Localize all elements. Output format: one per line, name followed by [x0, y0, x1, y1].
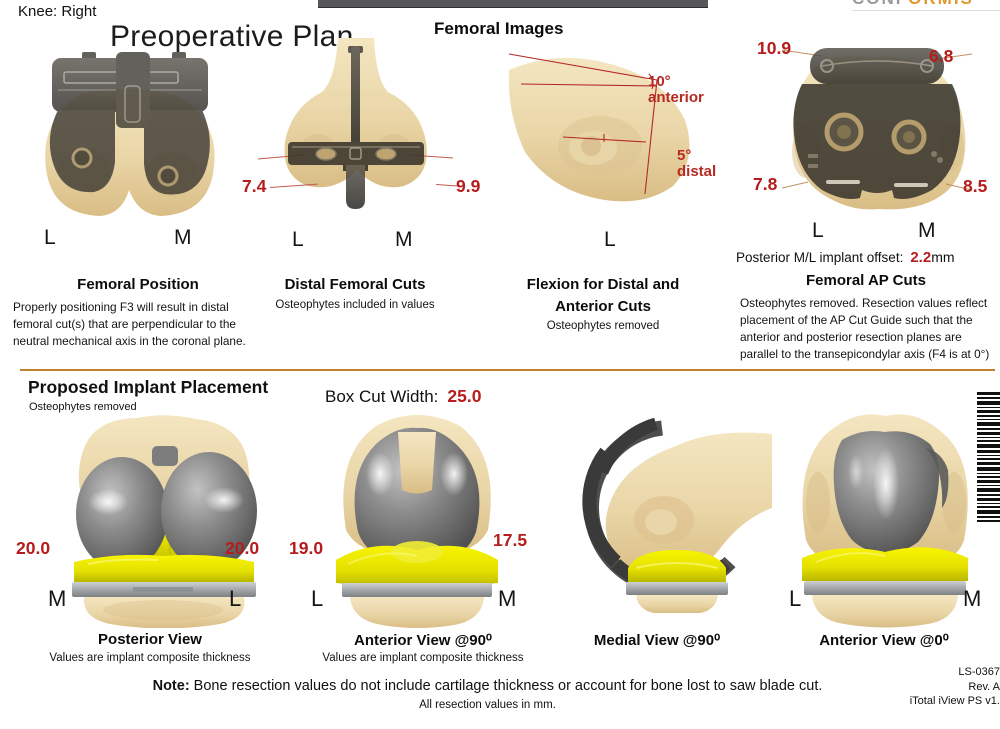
posterior-left-label: M	[48, 586, 67, 611]
flexion-caption-line1: Flexion for Distal and	[526, 276, 680, 293]
distal-femoral-cuts-illustration	[258, 38, 453, 209]
anterior0-right-label: M	[963, 586, 982, 611]
anterior90-left-value: 19.0	[289, 538, 324, 558]
anterior90-right-value: 17.5	[493, 530, 528, 550]
document-info: LS-0367 Rev. A iTotal iView PS v1.	[888, 665, 1000, 709]
medial90-view-illustration	[582, 417, 772, 613]
posterior-offset-line: Posterior M/L implant offset: 2.2mm	[736, 249, 955, 266]
distal-cut-left-value: 7.4	[242, 176, 267, 196]
conformis-logo: CONFORMIS	[852, 0, 1000, 9]
knee-label: Knee: Right	[18, 3, 97, 20]
document-app-version: iTotal iView PS v1.	[909, 695, 1000, 707]
anterior90-left-label: L	[311, 586, 324, 611]
femoral-position-illustration	[45, 52, 215, 216]
ap-cut-caption: Femoral AP Cuts	[805, 272, 927, 289]
ap-cut-top-right-value: 6.8	[929, 46, 954, 66]
window-bar-remnant	[318, 0, 708, 8]
anterior90-view-caption: Anterior View @90⁰	[354, 632, 492, 649]
ap-cut-bottom-right-value: 8.5	[963, 176, 988, 196]
note-label: Note:	[152, 678, 190, 694]
offset-label: Posterior M/L implant offset:	[736, 250, 904, 265]
femoral-images-header: Femoral Images	[434, 19, 564, 38]
femoral-position-left-label: L	[44, 226, 56, 249]
anterior-angle-word: anterior	[648, 89, 704, 106]
femoral-position-description: Properly positioning F3 will result in d…	[13, 300, 246, 348]
offset-value: 2.2	[910, 249, 932, 266]
anterior90-right-label: M	[498, 586, 517, 611]
ap-cut-left-label: L	[812, 219, 824, 242]
ap-cut-top-left-value: 10.9	[757, 38, 792, 58]
medial90-view-caption: Medial View @90⁰	[593, 632, 721, 649]
logo-underline	[852, 10, 1000, 11]
posterior-view-illustration	[72, 415, 257, 628]
logo-text-orange: ORMIS	[908, 0, 974, 8]
distal-cut-subcaption: Osteophytes included in values	[275, 299, 435, 311]
footer-note: Note: Bone resection values do not inclu…	[0, 678, 975, 694]
distal-cut-right-value: 9.9	[456, 176, 481, 196]
posterior-right-value: 20.0	[225, 538, 260, 558]
flexion-illustration	[508, 53, 690, 202]
femoral-position-right-label: M	[174, 226, 192, 249]
posterior-left-value: 20.0	[16, 538, 51, 558]
section-divider	[20, 369, 995, 371]
posterior-view-caption: Posterior View	[98, 631, 202, 648]
distal-angle-value: 5°	[677, 147, 692, 164]
distal-angle-label: 5° distal	[677, 148, 716, 180]
anterior90-view-illustration	[336, 415, 498, 628]
implant-placement-subheader: Osteophytes removed	[29, 401, 137, 413]
femoral-position-caption: Femoral Position	[77, 276, 199, 293]
barcode	[977, 392, 1000, 522]
document-id: LS-0367	[958, 666, 1000, 678]
flexion-subcaption: Osteophytes removed	[546, 320, 660, 332]
note-text: Bone resection values do not include car…	[189, 678, 823, 694]
footer-note-sub: All resection values in mm.	[419, 699, 556, 711]
document-revision: Rev. A	[968, 680, 1000, 693]
flexion-center-label: L	[604, 228, 616, 251]
box-cut-value: 25.0	[447, 386, 482, 406]
ap-cut-description: Osteophytes removed. Resection values re…	[740, 296, 990, 361]
box-cut-label: Box Cut Width:	[325, 387, 439, 406]
anterior0-left-label: L	[789, 586, 802, 611]
logo-text-gray: CONF	[852, 0, 908, 8]
ap-cut-bottom-left-value: 7.8	[753, 174, 778, 194]
offset-unit: mm	[931, 249, 955, 265]
distal-cut-caption: Distal Femoral Cuts	[284, 276, 426, 293]
distal-cut-right-label: M	[395, 228, 413, 251]
distal-cut-left-label: L	[292, 228, 304, 251]
anterior0-view-caption: Anterior View @0⁰	[819, 632, 949, 649]
anterior0-view-illustration	[802, 414, 968, 628]
flexion-caption-line2: Anterior Cuts	[555, 298, 651, 315]
femoral-ap-cuts-illustration	[782, 48, 972, 210]
distal-angle-word: distal	[677, 163, 717, 180]
posterior-view-subcaption: Values are implant composite thickness	[49, 652, 251, 664]
anterior-angle-value: 10°	[648, 73, 671, 90]
anterior90-view-subcaption: Values are implant composite thickness	[322, 652, 524, 664]
ap-cut-right-label: M	[918, 219, 936, 242]
implant-placement-header: Proposed Implant Placement	[28, 377, 269, 397]
box-cut-width-line: Box Cut Width: 25.0	[325, 386, 481, 407]
anterior-angle-label: 10° anterior	[648, 74, 704, 106]
posterior-right-label: L	[229, 586, 242, 611]
page-title: Preoperative Plan	[110, 20, 354, 53]
